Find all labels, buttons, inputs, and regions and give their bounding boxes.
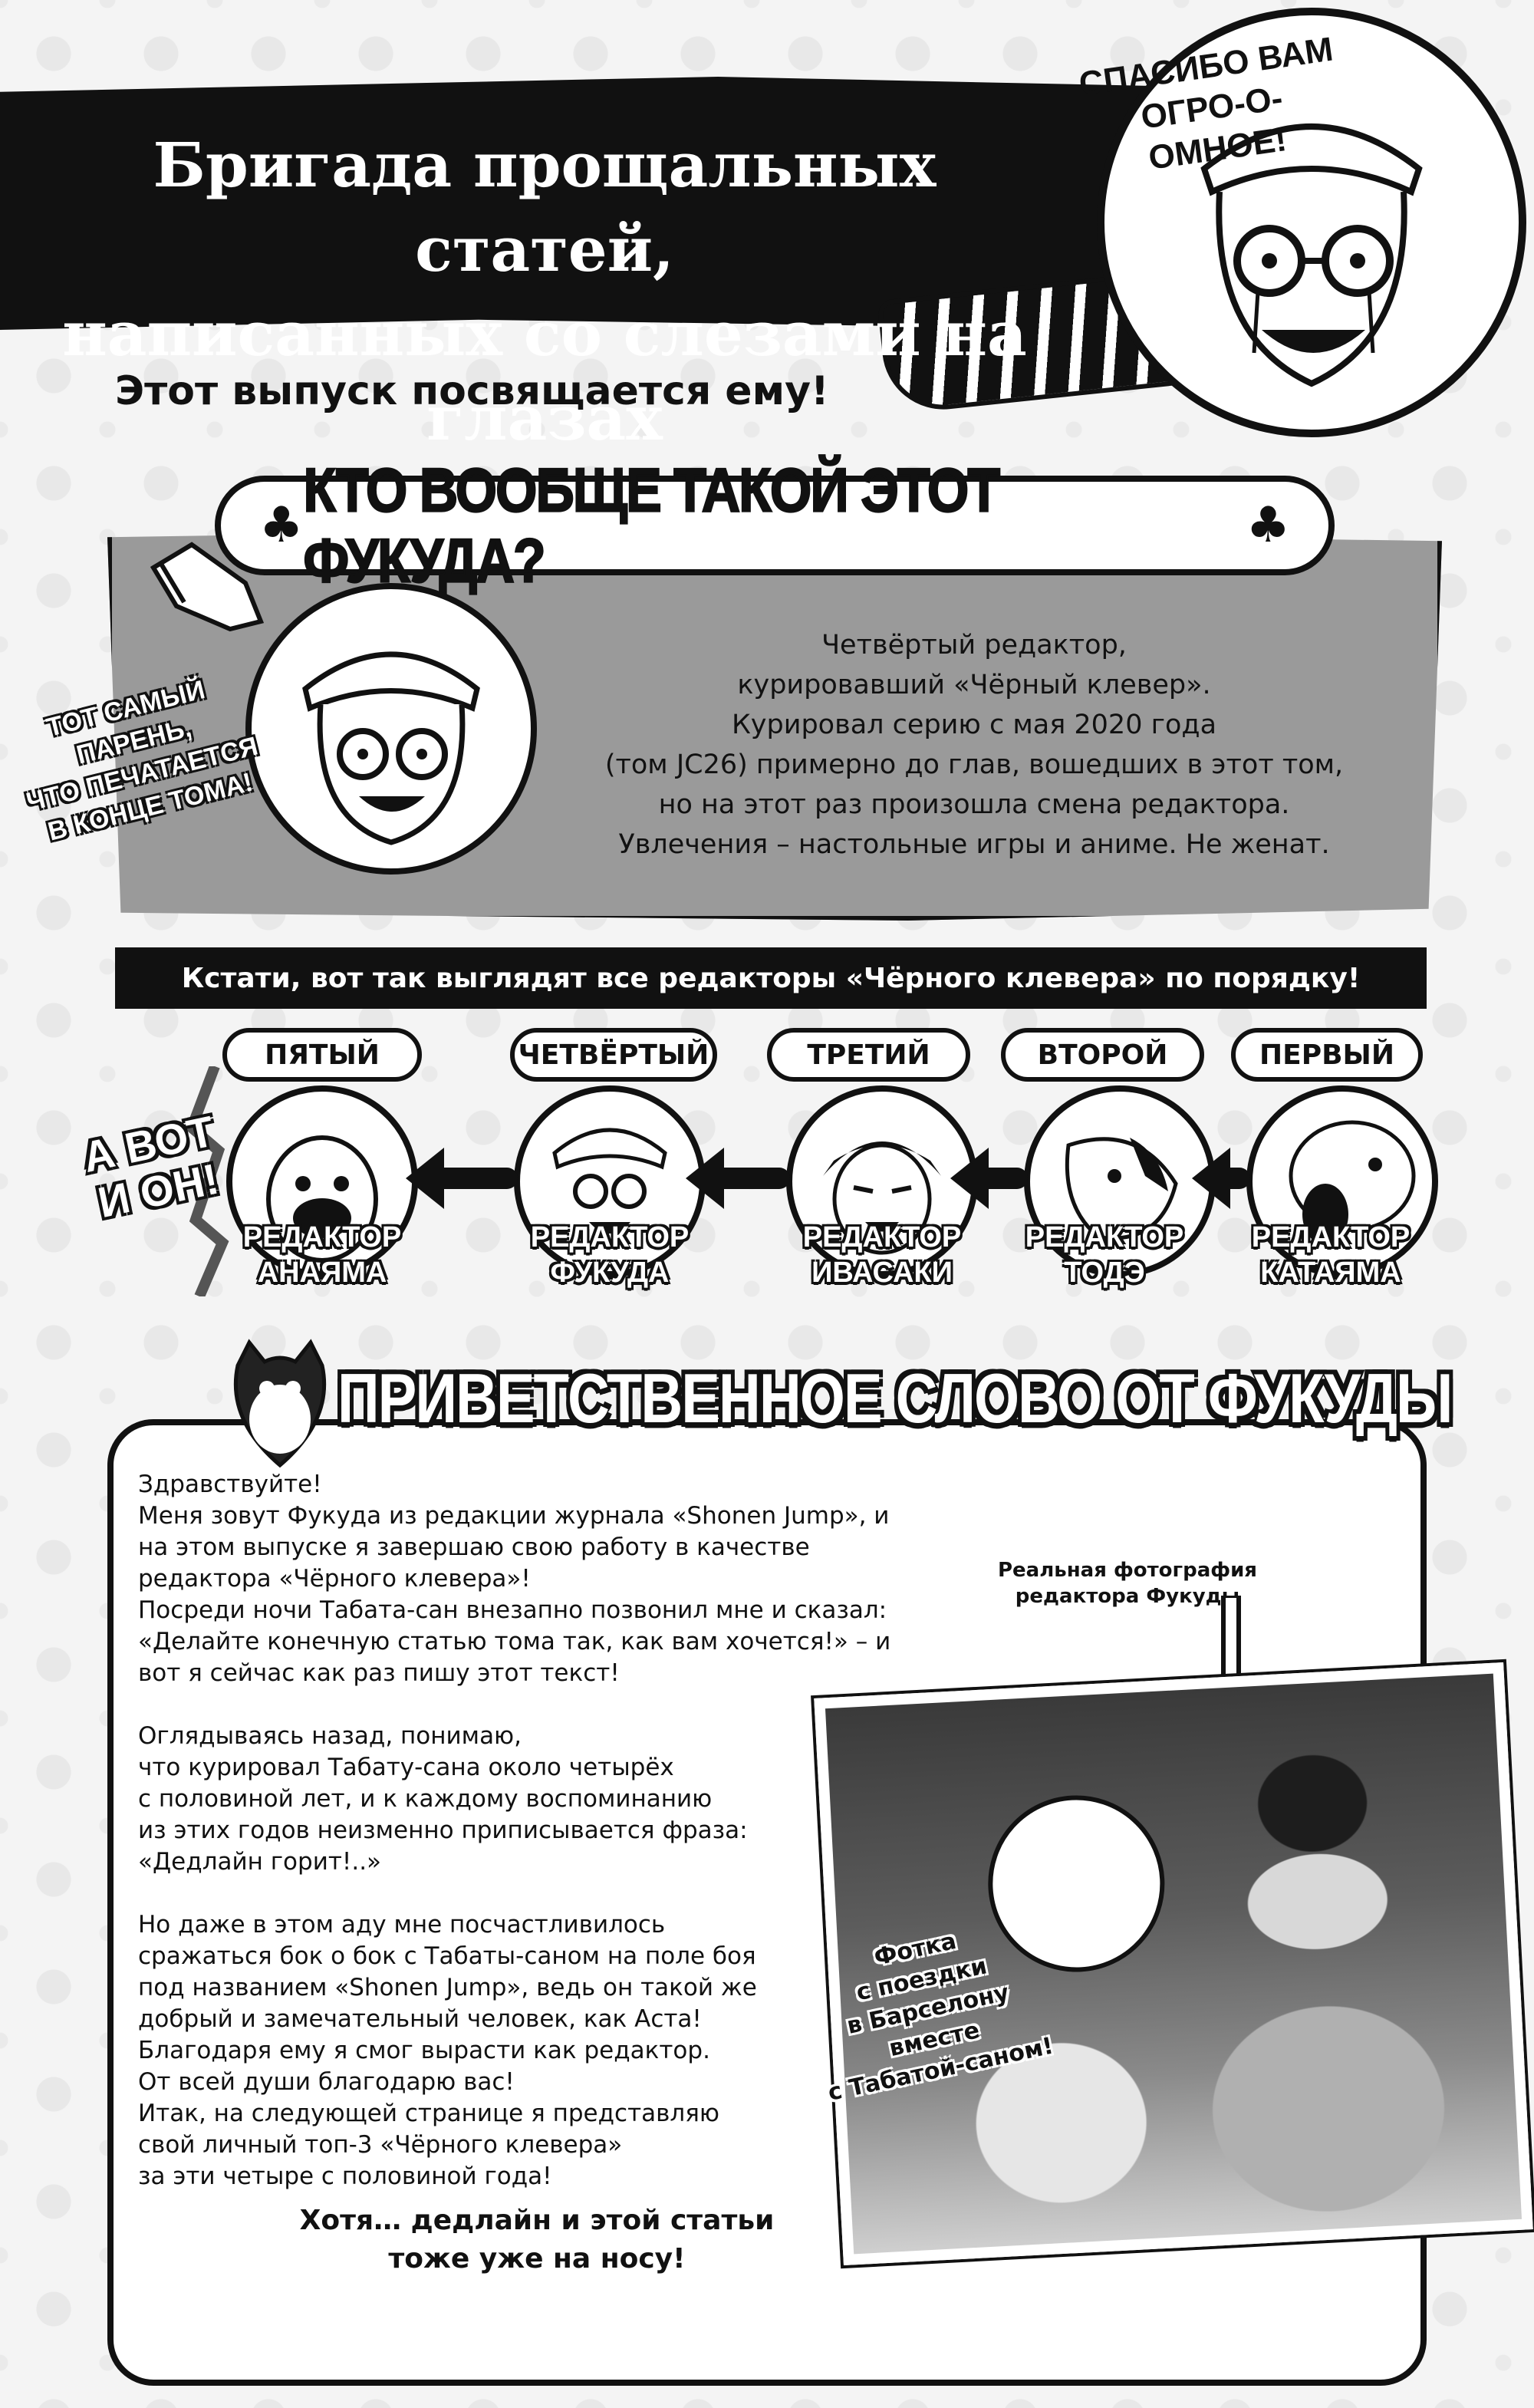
editor-name-line-1: РЕДАКТОР [1251, 1221, 1411, 1253]
clover-icon: ♣ [259, 497, 304, 554]
editor-name-line-1: РЕДАКТОР [242, 1221, 402, 1253]
editor-name: РЕДАКТОР ИВАСАКИ [790, 1220, 974, 1290]
left-arrow-icon [1192, 1148, 1250, 1209]
greeting-line: Итак, на следующей странице я представля… [138, 2100, 719, 2127]
issue-dedication: Этот выпуск посвящается ему! [115, 368, 829, 414]
editor-name-line-2: АНАЯМА [257, 1257, 387, 1289]
editor-order-label: ВТОРОЙ [1001, 1028, 1204, 1082]
greeting-line: добрый и замечательный человек, как Аста… [138, 2005, 702, 2033]
left-arrow-icon [686, 1148, 790, 1209]
editor-name-line-2: КАТАЯМА [1260, 1257, 1401, 1289]
page-title: Бригада прощальных статей, написанных со… [23, 123, 1066, 460]
editor-name-line-1: РЕДАКТОР [802, 1221, 962, 1253]
editor-order-label: ТРЕТИЙ [767, 1028, 970, 1082]
desc-line: курировавший «Чёрный клевер». [737, 670, 1211, 700]
greeting-line: из этих годов неизменно приписывается фр… [138, 1817, 748, 1844]
greeting-line: Оглядываясь назад, понимаю, [138, 1722, 522, 1750]
left-arrow-icon [950, 1148, 1028, 1209]
editor-order-label: ПЯТЫЙ [222, 1028, 422, 1082]
greeting-line: на этом выпуске я завершаю свою работу в… [138, 1533, 810, 1561]
greeting-line: свой личный топ-3 «Чёрного клевера» [138, 2131, 623, 2159]
caption-line-2: редактора Фукуды [1015, 1585, 1240, 1608]
fukuda-crying-portrait [1097, 8, 1526, 437]
editor-katayama-face [1246, 1085, 1438, 1277]
editor-name-line-1: РЕДАКТОР [530, 1221, 690, 1253]
greeting-line: Посреди ночи Табата-сан внезапно позвони… [138, 1596, 887, 1624]
editor-order-label: ЧЕТВЁРТЫЙ [510, 1028, 717, 1082]
editor-name: РЕДАКТОР АНАЯМА [230, 1220, 414, 1290]
editor-name: РЕДАКТОР КАТАЯМА [1239, 1220, 1423, 1290]
closing-remark: Хотя… дедлайн и этой статьи тоже уже на … [192, 2202, 882, 2278]
photo-caption: Реальная фотография редактора Фукуды [997, 1557, 1258, 1609]
fukuda-description: Четвёртый редактор, курировавший «Чёрный… [552, 625, 1396, 865]
greeting-line: Меня зовут Фукуда из редакции журнала «S… [138, 1502, 890, 1530]
greeting-line: От всей души благодарю вас! [138, 2068, 515, 2096]
caption-line-1: Реальная фотография [997, 1559, 1257, 1582]
desc-line: Курировал серию с мая 2020 года [731, 710, 1217, 740]
greeting-line: Благодаря ему я смог вырасти как редакто… [138, 2037, 710, 2064]
greeting-line: «Делайте конечную статью тома так, как в… [138, 1628, 891, 1655]
clover-icon: ♣ [1246, 497, 1290, 554]
who-heading: ♣ КТО ВООБЩЕ ТАКОЙ ЭТОТ ФУКУДА? ♣ [215, 455, 1335, 596]
greeting-line: редактора «Чёрного клевера»! [138, 1565, 531, 1593]
left-arrow-icon [406, 1148, 518, 1209]
fukuda-portrait [245, 583, 537, 875]
editor-tode-face [1024, 1085, 1216, 1277]
title-line-2: написанных со слезами на глазах [62, 298, 1027, 454]
desc-line: но на этот раз произошла смена редактора… [658, 789, 1290, 820]
editor-name-line-2: ИВАСАКИ [811, 1257, 953, 1289]
pointing-hand-icon [150, 542, 265, 632]
greeting-line: Здравствуйте! [138, 1471, 322, 1498]
greeting-text: Здравствуйте! Меня зовут Фукуда из редак… [138, 1469, 982, 2192]
editor-name-line-2: ФУКУДА [550, 1257, 670, 1289]
desc-line: Четвёртый редактор, [821, 630, 1127, 660]
greeting-line: с половиной лет, и к каждому воспоминани… [138, 1785, 713, 1813]
editor-name-line-1: РЕДАКТОР [1025, 1221, 1184, 1253]
greeting-line: что курировал Табату-сана около четырёх [138, 1754, 674, 1781]
greeting-line: под названием «Shonen Jump», ведь он так… [138, 1974, 757, 2001]
greeting-line: вот я сейчас как раз пишу этот текст! [138, 1659, 620, 1687]
owl-mascot-icon [233, 1339, 327, 1468]
editors-strip: Кстати, вот так выглядят все редакторы «… [115, 947, 1427, 1009]
editor-name: РЕДАКТОР ТОДЭ [1012, 1220, 1197, 1290]
editor-name: РЕДАКТОР ФУКУДА [518, 1220, 702, 1290]
closing-line-2: тоже уже на носу! [388, 2243, 686, 2275]
editor-order-label: ПЕРВЫЙ [1231, 1028, 1423, 1082]
greeting-heading: ПРИВЕТСТВЕННОЕ СЛОВО ОТ ФУКУДЫ [337, 1359, 1453, 1438]
desc-line: Увлечения – настольные игры и аниме. Не … [618, 829, 1330, 860]
title-line-1: Бригада прощальных статей, [153, 129, 937, 285]
desc-line: (том JC26) примерно до глав, вошедших в … [604, 749, 1344, 780]
who-heading-text: КТО ВООБЩЕ ТАКОЙ ЭТОТ ФУКУДА? [302, 455, 1001, 596]
closing-line-1: Хотя… дедлайн и этой статьи [299, 2205, 775, 2236]
greeting-line: за эти четыре с половиной года! [138, 2163, 552, 2190]
lightning-bolt-icon [185, 1066, 229, 1296]
greeting-line: «Дедлайн горит!..» [138, 1848, 382, 1876]
greeting-line: сражаться бок о бок с Табаты-саном на по… [138, 1942, 756, 1970]
editor-anayama-face [226, 1085, 418, 1277]
editor-name-line-2: ТОДЭ [1064, 1257, 1145, 1289]
greeting-line: Но даже в этом аду мне посчастливилось [138, 1911, 666, 1939]
